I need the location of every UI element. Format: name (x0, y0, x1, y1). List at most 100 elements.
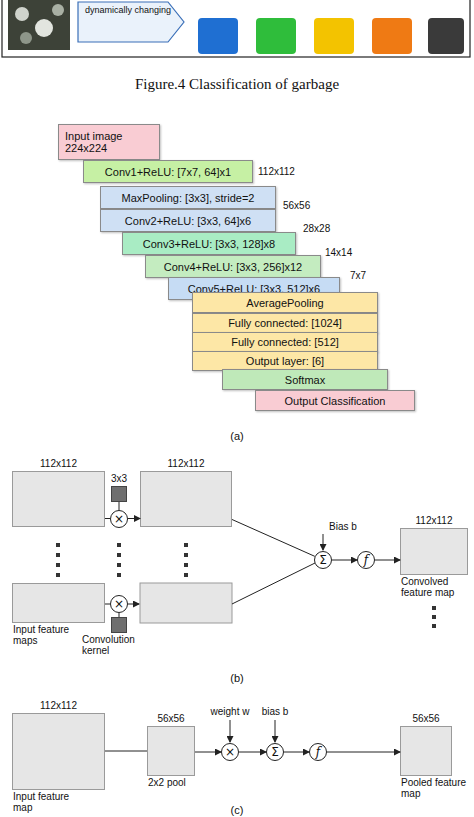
merge-line (232, 563, 315, 604)
activation-circle: f (357, 551, 375, 569)
dense-layer-box: Fully connected: [512] (192, 332, 378, 352)
multiply-circle: × (110, 595, 128, 613)
garbage-photo (8, 0, 70, 50)
bias-label: Bias b (329, 521, 357, 533)
node-text: Conv1+ReLU: [7x7, 64]x1 (105, 166, 231, 178)
node-text: × (114, 598, 124, 610)
weight-label: weight w (211, 706, 250, 718)
flow-arrow (78, 2, 184, 42)
node-text: f (316, 746, 320, 758)
feature-map-box: 112x112 (140, 471, 232, 527)
feature-map-box: 112x112Convolved feature map (400, 528, 468, 575)
connector-line (375, 560, 400, 561)
node-caption: Convolution kernel (82, 632, 152, 656)
node-text: Softmax (285, 374, 325, 386)
kernel-square: Convolution kernel (111, 617, 127, 633)
connector-line (332, 560, 357, 561)
photo-blob (20, 32, 32, 44)
figure-caption: Figure.4 Classification of garbage (0, 76, 474, 93)
conv-layer-box: Conv4+ReLU: [3x3, 256]x12 (145, 255, 321, 278)
pool-layer-box: AveragePooling (192, 292, 378, 313)
activation-circle: f (309, 743, 327, 761)
node-caption: 56x56 (412, 713, 439, 727)
size-label: 28x28 (303, 223, 330, 235)
dense-layer-box: Fully connected: [1024] (192, 313, 378, 333)
connector-line (128, 518, 140, 519)
top-frame (2, 0, 470, 57)
multiply-circle: × (221, 743, 239, 761)
feature-map-box: Input feature maps (12, 583, 105, 623)
ellipsis-dots (56, 543, 436, 628)
size-label: 56x56 (283, 200, 310, 212)
node-text: Fully connected: [512] (231, 336, 339, 348)
sum-circle: Σ (266, 743, 284, 761)
output-box: Output Classification (255, 390, 415, 411)
weight-arrow (230, 720, 231, 742)
node-text: Conv4+ReLU: [3x3, 256]x12 (164, 261, 303, 273)
node-caption: 112x112 (40, 700, 77, 714)
connector-line (232, 519, 315, 556)
photo-blob (15, 7, 29, 21)
node-text: AveragePooling (246, 297, 323, 309)
connector-line (105, 604, 110, 605)
node-text: × (225, 746, 235, 758)
node-caption: Convolved feature map (401, 574, 473, 598)
node-caption: 112x112 (40, 458, 77, 472)
arrow-line (128, 604, 139, 605)
blue-bin (198, 18, 238, 54)
photo-blob (35, 19, 53, 37)
conv-layer-box: Conv1+ReLU: [7x7, 64]x1 (83, 160, 253, 183)
node-text: Conv3+ReLU: [3x3, 128]x8 (143, 238, 275, 250)
feature-map-box (140, 583, 232, 623)
node-caption: Input feature maps (13, 622, 83, 646)
output-layer-box: Output layer: [6] (192, 351, 378, 371)
input-layer-box: Input image 224x224 (58, 124, 160, 160)
node-text: Σ (271, 746, 279, 758)
panel-label: (b) (230, 672, 243, 684)
node-caption: 3x3 (111, 473, 127, 487)
bias-label: bias b (262, 706, 289, 718)
size-label: 112x112 (258, 166, 295, 178)
node-text: MaxPooling: [3x3], stride=2 (122, 192, 255, 204)
node-text: Conv2+ReLU: [3x3, 64]x6 (125, 215, 251, 227)
size-label: 14x14 (325, 247, 352, 259)
bias-arrow (275, 720, 276, 742)
connector-line (195, 752, 221, 753)
node-caption: Input feature map (13, 789, 85, 813)
softmax-box: Softmax (222, 369, 388, 390)
node-text: f (364, 554, 368, 566)
node-caption: Pooled feature map (401, 775, 473, 799)
dark-bin (428, 18, 464, 54)
feature-map-box: 112x112 (12, 471, 105, 527)
node-caption: 112x112 (168, 458, 205, 472)
photo-blob (52, 4, 64, 16)
multiply-circle: × (110, 510, 128, 528)
node-caption: 112x112 (416, 515, 453, 529)
node-text: Fully connected: [1024] (228, 317, 342, 329)
kernel-square: 3x3 (111, 486, 127, 502)
bias-arrow (323, 534, 324, 550)
panel-label: (a) (230, 430, 243, 442)
connector-line (119, 613, 120, 617)
node-caption: 56x56 (157, 713, 184, 727)
orange-bin (372, 18, 412, 54)
conv-layer-box: Conv2+ReLU: [3x3, 64]x6 (100, 209, 276, 232)
panel-label: (c) (231, 804, 244, 816)
node-text: × (114, 513, 124, 525)
size-label: 7x7 (350, 270, 366, 282)
node-text: Σ (319, 554, 327, 566)
connector-line (105, 751, 147, 752)
sum-circle: Σ (314, 551, 332, 569)
pooled-map-box: 56x562x2 pool (147, 726, 195, 776)
connector-line (327, 752, 400, 753)
node-caption: 2x2 pool (148, 775, 208, 788)
node-text: Output layer: [6] (246, 355, 324, 367)
feature-map-box: 56x56Pooled feature map (400, 726, 452, 776)
node-text: Output Classification (285, 395, 386, 407)
pool-layer-box: MaxPooling: [3x3], stride=2 (100, 186, 276, 209)
yellow-bin (314, 18, 354, 54)
connector-line (239, 752, 266, 753)
connector-line (105, 518, 110, 519)
